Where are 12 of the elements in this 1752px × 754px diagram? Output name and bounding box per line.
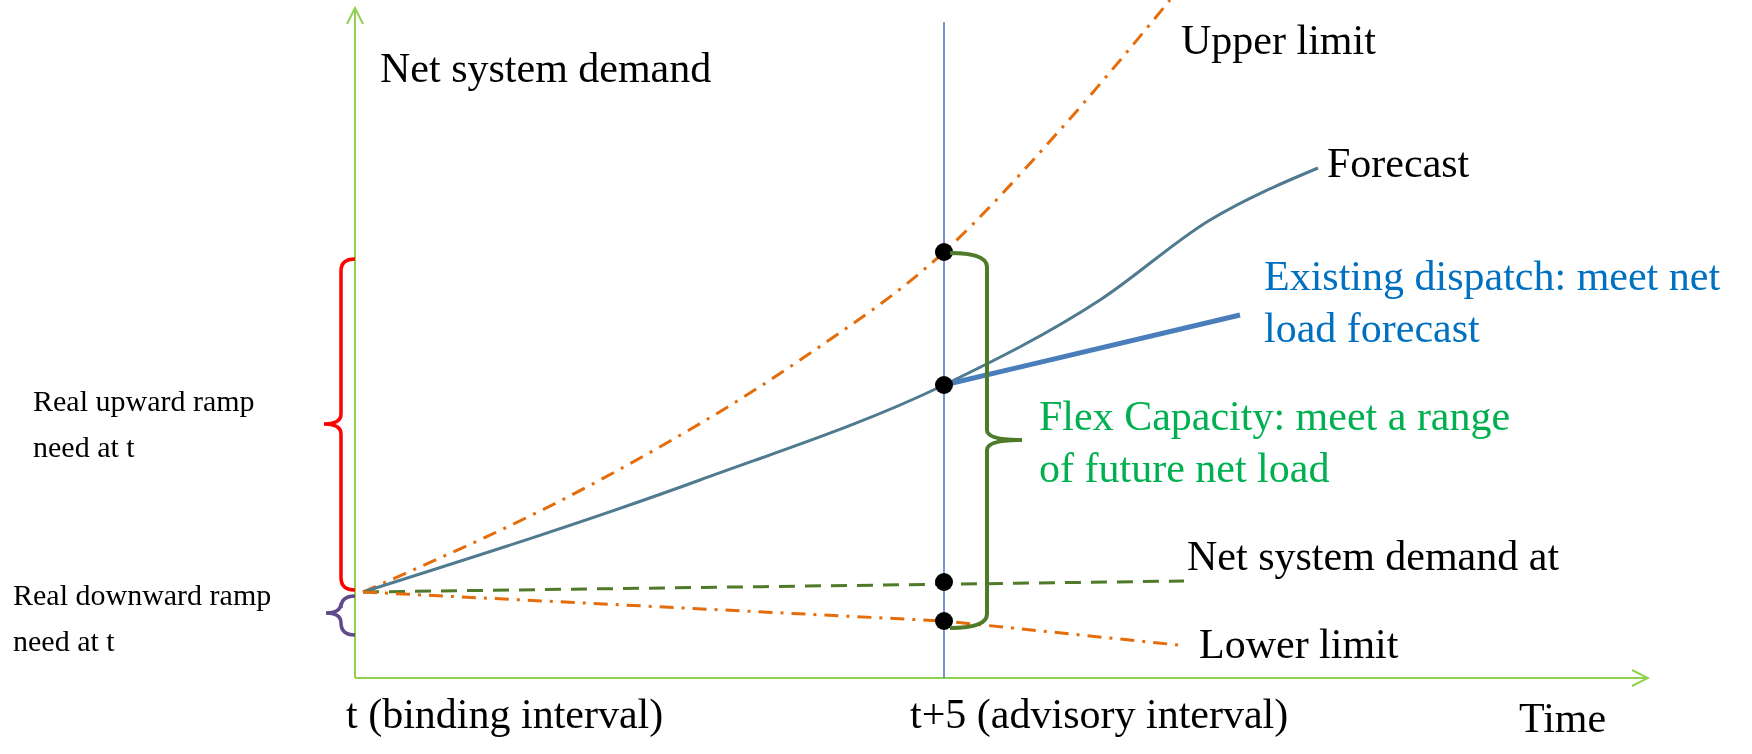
curve-label: Forecast — [1327, 139, 1470, 188]
annotation: Real upward ramp need at t — [33, 383, 256, 465]
curve-label: Upper limit — [1181, 16, 1376, 65]
axis-label: Time — [1519, 694, 1607, 743]
curve-label: Lower limit — [1199, 620, 1399, 669]
curve-label: Net system demand at — [1187, 532, 1560, 581]
annotation: Existing dispatch: meet net load forecast — [1264, 252, 1722, 353]
annotation: Flex Capacity: meet a range of future net load — [1039, 392, 1512, 493]
axis-title: Net system demand — [380, 44, 712, 93]
axis-label: t (binding interval) — [346, 690, 664, 739]
axis-label: t+5 (advisory interval) — [910, 690, 1289, 739]
annotation: Real downward ramp need at t — [13, 577, 273, 659]
